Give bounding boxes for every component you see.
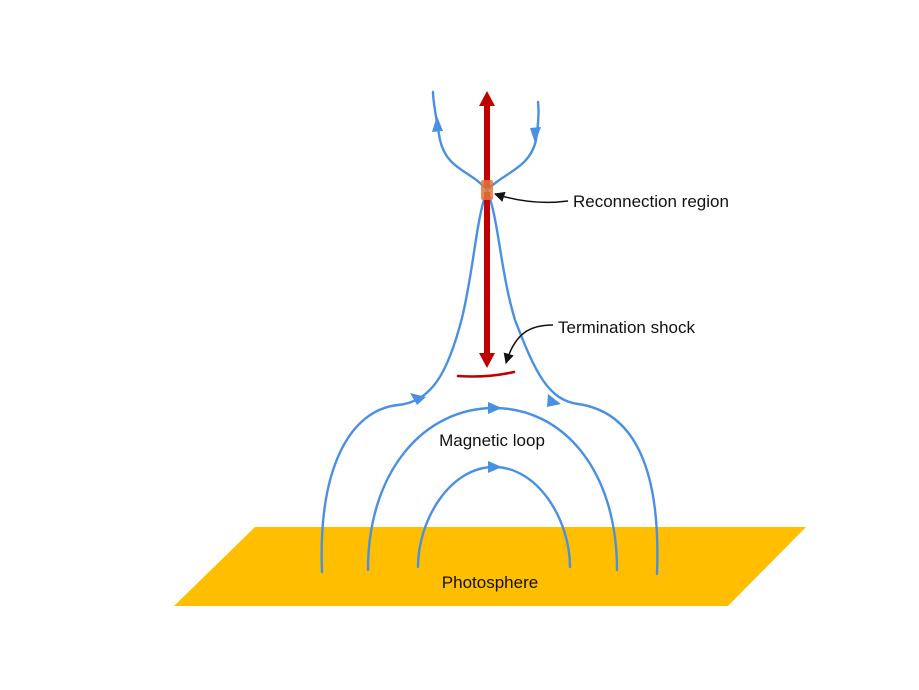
termination-shock-label: Termination shock: [558, 318, 696, 337]
reconnection-pointer-arrow: [493, 191, 569, 204]
photosphere-label: Photosphere: [442, 573, 538, 592]
arrowhead-middle-loop-icon: [488, 402, 502, 414]
reconnection-region-label: Reconnection region: [573, 192, 729, 211]
magnetic-loop-label: Magnetic loop: [439, 431, 545, 450]
arrowhead-inner-loop-icon: [488, 461, 502, 473]
upper-right-field-line: [485, 100, 540, 192]
arrowhead-right-upper-icon: [530, 127, 541, 143]
arrowhead-left-upper-icon: [432, 116, 443, 132]
arrowhead-right-outer-icon: [547, 394, 561, 407]
arrowhead-left-outer-icon: [410, 393, 426, 405]
photosphere-plane: [174, 527, 806, 606]
downward-outflow-arrowhead-icon: [479, 353, 495, 368]
termination-shock-line: [456, 370, 516, 378]
upward-outflow-arrowhead-icon: [479, 91, 495, 106]
upper-left-field-line: [431, 90, 489, 192]
reconnection-region-marker: [481, 180, 493, 200]
right-outer-field-line: [485, 188, 659, 576]
termination-pointer-arrow: [503, 324, 554, 365]
left-outer-field-line: [320, 188, 489, 574]
